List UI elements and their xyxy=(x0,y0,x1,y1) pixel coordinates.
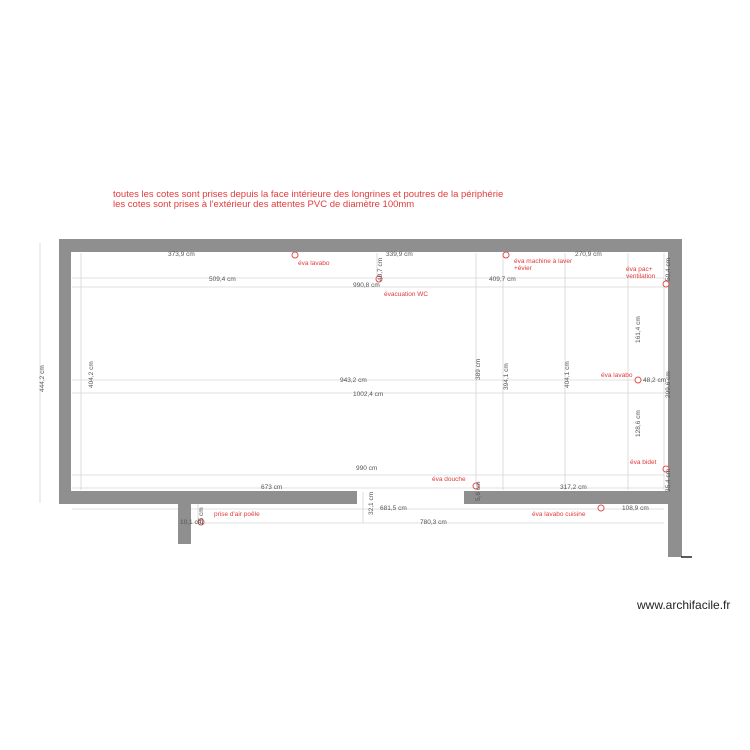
label-eva-lavabo-top: éva lavabo xyxy=(298,260,330,267)
pipe-eva-lavabo-top xyxy=(291,251,299,259)
label-prise-air: prise d'air poêle xyxy=(214,511,260,518)
pipe-eva-lavabo-cuisine xyxy=(597,504,605,512)
wall-top xyxy=(59,239,682,252)
dim-394-1: 394,1 cm xyxy=(503,363,510,390)
pipe-labels: éva lavabo éva machine à laver +évier év… xyxy=(214,258,657,518)
note-pvc-exterior: les cotes sont prises à l'extérieur des … xyxy=(113,199,415,210)
dimension-lines xyxy=(39,243,665,524)
label-eva-machine-1: éva machine à laver xyxy=(514,258,573,265)
dim-317-2: 317,2 cm xyxy=(560,484,587,491)
label-eva-pac-2: ventilation xyxy=(626,273,656,280)
wall-left xyxy=(59,239,71,504)
label-eva-douche: éva douche xyxy=(432,476,466,483)
dim-990-8: 990,8 cm xyxy=(353,282,380,289)
dim-25: 25 cm xyxy=(198,507,205,525)
dim-389: 389 cm xyxy=(475,359,482,380)
dim-373-9: 373,9 cm xyxy=(168,251,195,258)
dim-35-4: 35,4 cm xyxy=(665,469,672,492)
dim-40-7: 40,7 cm xyxy=(377,258,384,281)
label-eva-lavabo-right: éva lavabo xyxy=(601,372,633,379)
dim-404-2: 404,2 cm xyxy=(88,361,95,388)
dim-673: 673 cm xyxy=(261,484,282,491)
pipe-eva-machine xyxy=(502,251,510,259)
dim-32-1: 32,1 cm xyxy=(368,492,375,515)
dim-1002-4: 1002,4 cm xyxy=(353,391,383,398)
pipe-evacuation-wc xyxy=(375,275,383,283)
label-eva-bidet: éva bidet xyxy=(630,459,657,466)
wall-stub-left xyxy=(178,491,191,544)
dim-681-5: 681,5 cm xyxy=(380,505,407,512)
wall-right xyxy=(668,239,682,504)
dim-48-2: 48,2 cm xyxy=(643,377,666,384)
dim-5-6: 5,6 cm xyxy=(475,481,482,501)
label-evacuation-wc: évacuation WC xyxy=(384,291,428,298)
dim-444-2: 444,2 cm xyxy=(39,365,46,392)
dim-108-9: 108,9 cm xyxy=(622,505,649,512)
dim-990: 990 cm xyxy=(356,465,377,472)
wall-bottom-right xyxy=(464,491,682,504)
walls xyxy=(59,239,692,558)
label-eva-pac-1: éva pac+ xyxy=(626,266,653,273)
dim-128-6: 128,6 cm xyxy=(635,410,642,437)
dim-339-9: 339,9 cm xyxy=(386,251,413,258)
dim-943-2: 943,2 cm xyxy=(340,377,367,384)
pipe-eva-pac xyxy=(662,280,670,288)
pipe-markers xyxy=(197,251,670,526)
pipe-eva-douche xyxy=(472,482,480,490)
dim-50-4: 50,4 cm xyxy=(665,258,672,281)
watermark: www.archifacile.fr xyxy=(637,598,731,612)
pipe-prise-air xyxy=(197,518,205,526)
pipe-eva-bidet xyxy=(662,465,670,473)
note-interior-faces: toutes les cotes sont prises depuis la f… xyxy=(113,189,504,200)
dim-270-9: 270,9 cm xyxy=(575,251,602,258)
dim-780-3: 780,3 cm xyxy=(420,519,447,526)
wall-bottom-left xyxy=(59,491,357,504)
dim-404-1: 404,1 cm xyxy=(564,361,571,388)
dim-10-1: 10,1 cm xyxy=(180,519,203,526)
dim-409-7: 409,7 cm xyxy=(489,276,516,283)
dim-509-4: 509,4 cm xyxy=(209,276,236,283)
dim-299-6: 299,6 cm xyxy=(665,371,672,398)
label-eva-lavabo-cuisine: éva lavabo cuisine xyxy=(532,511,586,518)
dim-161-4: 161,4 cm xyxy=(635,316,642,343)
pipe-eva-lavabo-right xyxy=(634,376,642,384)
wall-stub-right xyxy=(668,491,682,557)
label-eva-machine-2: +évier xyxy=(514,265,533,272)
dimension-labels: 373,9 cm 339,9 cm 270,9 cm 509,4 cm 409,… xyxy=(39,251,672,526)
